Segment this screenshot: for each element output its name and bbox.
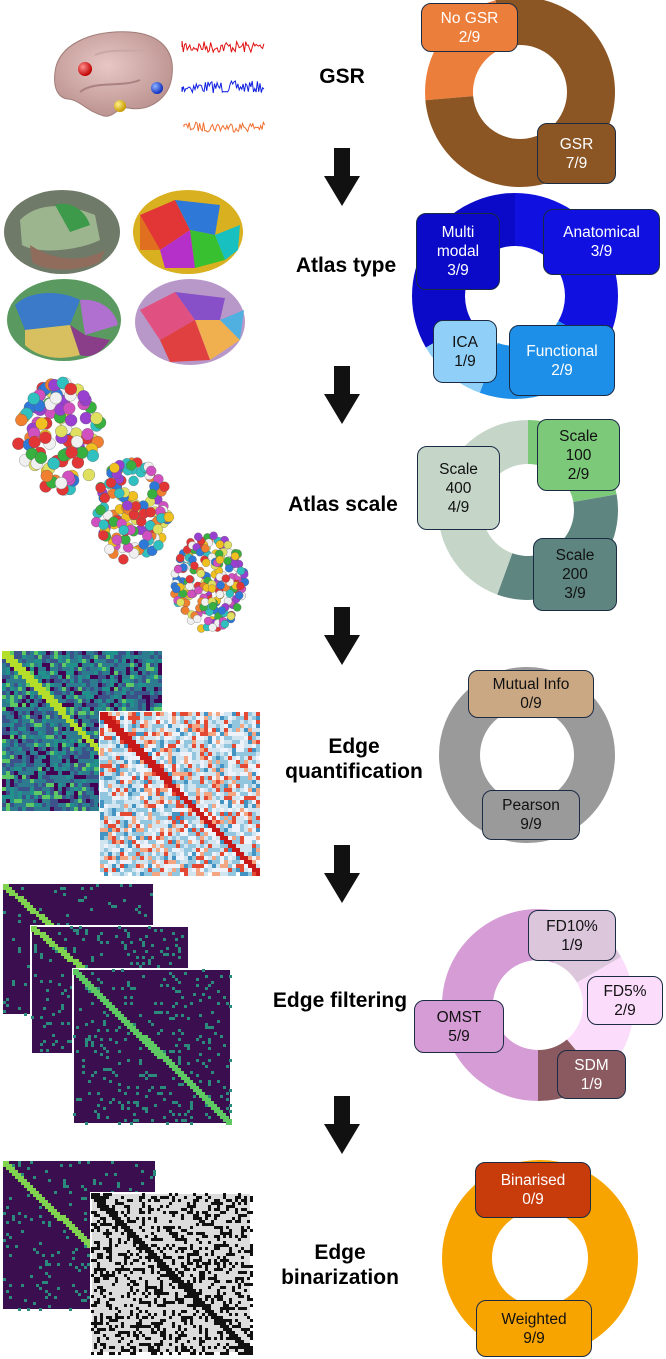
step-label-gsr: GSR <box>319 65 365 88</box>
filtered-matrix-3 <box>72 968 232 1125</box>
bold-signal-traces <box>181 40 266 133</box>
step-label-atlas-scale: Atlas scale <box>288 493 398 516</box>
flow-arrow-3 <box>324 607 360 665</box>
connectivity-matrices <box>2 651 261 1355</box>
flow-arrow-5 <box>324 1096 360 1154</box>
slice-box-fd10: FD10%1/9 <box>528 910 616 961</box>
flow-arrow-1 <box>324 148 360 206</box>
flow-arrow-2 <box>324 366 360 424</box>
flow-arrows <box>324 148 360 1154</box>
flow-arrow-4 <box>324 845 360 903</box>
step-label-atlas-type: Atlas type <box>295 254 397 277</box>
slice-box-fd5: FD5%2/9 <box>587 976 663 1025</box>
correlation-matrix-redblue <box>99 711 261 876</box>
brain-with-seeds-illustration <box>54 31 173 117</box>
step-label-edge-quantification: Edge quantification <box>285 735 423 783</box>
atlas-brain-renderings <box>4 190 245 365</box>
atlas-brain-2 <box>133 190 243 274</box>
binary-matrix <box>90 1192 253 1355</box>
step-label-edge-binarization: Edge binarization <box>281 1241 399 1289</box>
atlas-brain-1 <box>4 190 120 274</box>
donut-charts <box>412 0 638 1356</box>
atlas-brain-3 <box>7 279 121 361</box>
parcellation-node-spheres <box>12 376 250 633</box>
atlas-brain-4 <box>135 279 245 365</box>
step-label-edge-filtering: Edge filtering <box>272 989 408 1012</box>
